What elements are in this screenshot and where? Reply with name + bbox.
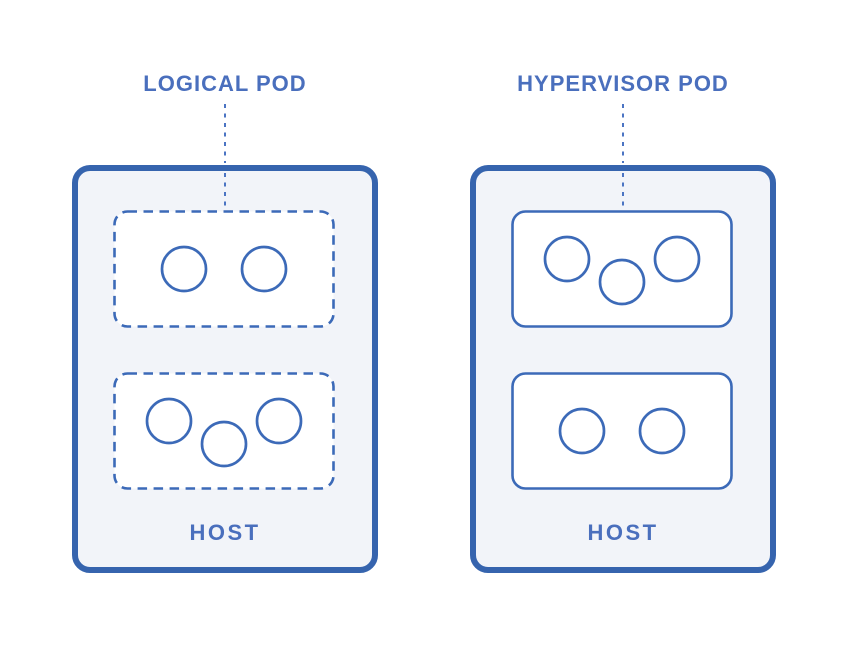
pod-outline bbox=[511, 372, 733, 490]
container-circle bbox=[598, 258, 646, 306]
container-circle bbox=[160, 245, 208, 293]
pod-logical-1 bbox=[113, 210, 335, 328]
host-label-hypervisor: HOST bbox=[587, 520, 659, 545]
hypervisor-pod-label: HYPERVISOR POD bbox=[517, 71, 729, 96]
container-circle bbox=[543, 235, 591, 283]
container-circle bbox=[638, 407, 686, 455]
pod-logical-2 bbox=[113, 372, 335, 490]
logical-pod-label: LOGICAL POD bbox=[143, 71, 307, 96]
host-box-hypervisor: HOST bbox=[470, 165, 776, 573]
pod-outline bbox=[113, 210, 335, 328]
pod-hypervisor-2 bbox=[511, 372, 733, 490]
logical-pod-group: LOGICAL POD HOST bbox=[72, 0, 378, 649]
container-circle bbox=[558, 407, 606, 455]
container-circle bbox=[255, 397, 303, 445]
container-circle bbox=[240, 245, 288, 293]
container-circle bbox=[653, 235, 701, 283]
pod-hypervisor-1 bbox=[511, 210, 733, 328]
host-box-logical: HOST bbox=[72, 165, 378, 573]
container-circle bbox=[200, 420, 248, 468]
host-label-logical: HOST bbox=[189, 520, 261, 545]
hypervisor-pod-group: HYPERVISOR POD HOST bbox=[470, 0, 776, 649]
container-circle bbox=[145, 397, 193, 445]
